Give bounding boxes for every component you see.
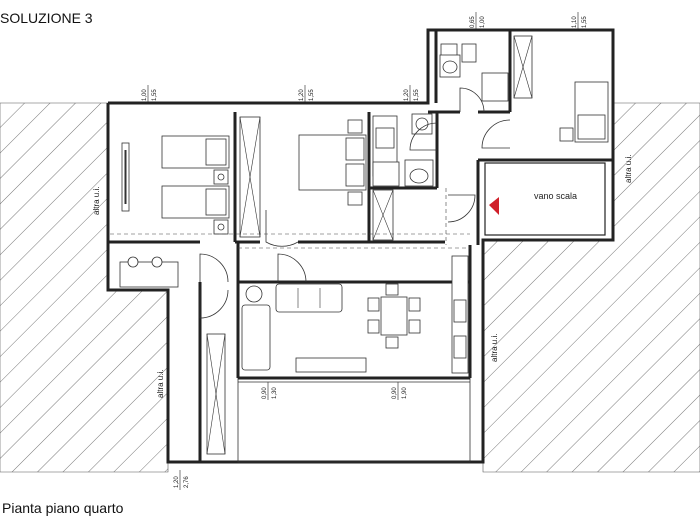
dining-chair-6 — [408, 319, 421, 334]
dim-3-top: 1,20 — [404, 89, 410, 101]
kitchen — [451, 255, 469, 374]
dim-2-bottom: 1,55 — [309, 89, 315, 101]
nightstand-2 — [213, 219, 229, 235]
stairwell-box — [484, 162, 606, 236]
door-swing-corridor — [199, 289, 229, 319]
dim-8-top: 1,20 — [174, 476, 180, 488]
dim-6-bottom: 1,30 — [272, 387, 278, 399]
chair-2 — [151, 256, 163, 268]
dim-4-top: 0,65 — [470, 16, 476, 28]
hatched-areas — [0, 102, 700, 473]
bedroom-1 — [119, 135, 230, 288]
bidet — [375, 127, 395, 149]
hatch-left — [0, 102, 169, 473]
kitchen-hob — [453, 335, 467, 359]
bathroom-2 — [439, 43, 509, 102]
bath2-shower — [481, 72, 509, 102]
washbasin-bowl — [409, 168, 429, 184]
washer-drum — [415, 117, 429, 131]
dim-5-top: 1,10 — [572, 16, 578, 28]
other-unit-label-center: altra u.i. — [490, 334, 499, 362]
tv-unit — [295, 357, 367, 373]
dining-chair-2 — [385, 336, 399, 349]
sofa-2 — [275, 283, 343, 313]
wardrobe-corridor-diag-b — [206, 333, 226, 455]
entrance-arrow-icon — [489, 197, 499, 215]
desk — [119, 261, 179, 288]
plan-title: SOLUZIONE 3 — [0, 10, 93, 26]
doors — [199, 87, 511, 319]
dining-chair-5 — [408, 297, 421, 312]
dining-chair-4 — [367, 319, 380, 334]
nightstand-3 — [347, 119, 363, 134]
double-bed-pillow-1 — [345, 137, 365, 161]
door-swing-bathroom2 — [459, 87, 485, 113]
wardrobe-2-diag-b — [239, 116, 261, 238]
dim-1-top: 1,00 — [142, 89, 148, 101]
dim-3-bottom: 1,55 — [414, 89, 420, 101]
nightstand-5 — [559, 127, 574, 142]
dim-7-bottom: 1,90 — [402, 387, 408, 399]
plant-pot — [245, 285, 263, 303]
door-swing-bedroom1 — [199, 253, 229, 283]
kitchen-sink — [453, 299, 467, 323]
bedroom-3 — [513, 35, 609, 143]
stairwell: vano scala — [484, 162, 606, 236]
bedroom-2 — [239, 116, 367, 238]
nightstand-4 — [347, 191, 363, 206]
bed-1-pillow — [205, 138, 227, 166]
door-swing-entrance — [447, 194, 476, 223]
dim-2-top: 1,20 — [299, 89, 305, 101]
double-bed-pillow-2 — [345, 163, 365, 187]
dim-4-bottom: 1,00 — [480, 16, 486, 28]
lamp-1-icon — [217, 173, 225, 181]
toilet — [372, 161, 400, 187]
bath2-bidet — [461, 43, 477, 63]
plan-caption: Pianta piano quarto — [2, 500, 124, 516]
bath2-washbasin-bowl — [442, 60, 458, 74]
wall-north-east — [108, 28, 615, 464]
hatch-right — [482, 102, 700, 473]
cabinet-diag-b — [372, 189, 394, 241]
dim-5-bottom: 1,55 — [582, 16, 588, 28]
dim-1-bottom: 1,55 — [152, 89, 158, 101]
lamp-2-icon — [217, 223, 225, 231]
sofa-1 — [241, 304, 271, 371]
other-unit-label-bottom: altra u.i. — [156, 370, 165, 398]
dining-chair-3 — [367, 297, 380, 312]
dashed-lines — [110, 188, 470, 249]
dim-6-top: 0,90 — [262, 387, 268, 399]
dim-7-top: 0,90 — [392, 387, 398, 399]
wardrobe-3-diag-b — [513, 35, 533, 99]
washbasin — [404, 159, 434, 187]
door-swing-bedroom3 — [481, 119, 511, 149]
bed-2-pillow — [205, 188, 227, 216]
door-swing-living — [277, 253, 307, 283]
washer — [411, 113, 433, 135]
interior-walls — [108, 30, 613, 462]
other-unit-label-left: altra u.i. — [92, 187, 101, 215]
dining-table — [380, 296, 408, 336]
corridor — [206, 333, 226, 455]
dimension-annotations: 1,00 1,55 1,20 1,55 1,20 1,55 0,65 1,00 … — [142, 12, 588, 490]
door-swing-bedroom2 — [265, 210, 299, 247]
dining-chair-1 — [385, 283, 399, 296]
single-bed-pillow — [577, 114, 606, 140]
door-swing-bathroom1 — [409, 122, 438, 151]
chair-1 — [127, 256, 139, 268]
nightstand-1 — [213, 169, 229, 185]
other-unit-label-right: altra u.i. — [624, 155, 633, 183]
wall-west — [106, 103, 238, 464]
dim-8-bottom: 2,76 — [184, 476, 190, 488]
bathroom-1 — [372, 113, 434, 241]
living-room — [241, 283, 421, 373]
stairwell-label: vano scala — [534, 191, 577, 201]
